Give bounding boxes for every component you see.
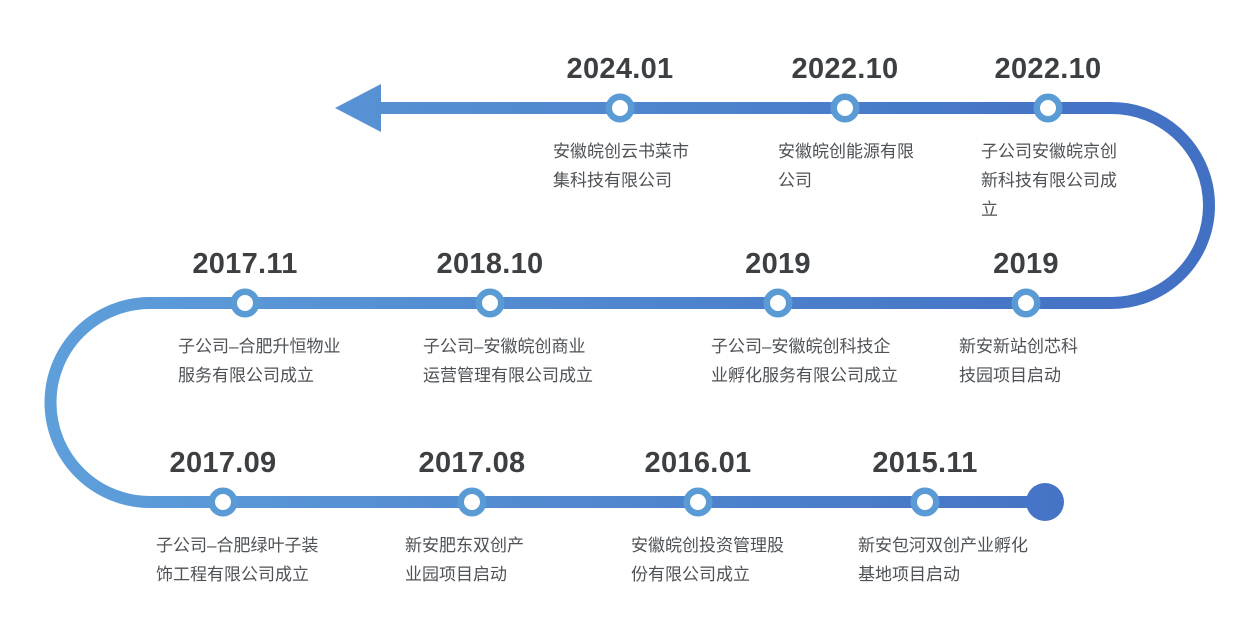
timeline-node: [475, 288, 505, 318]
timeline-start-dot: [1026, 483, 1064, 521]
milestone-desc: 新安肥东双创产 业园项目启动: [405, 536, 524, 584]
timeline-node: [1011, 288, 1041, 318]
milestone-year: 2019: [745, 248, 811, 280]
milestone-desc: 子公司–合肥绿叶子装 饰工程有限公司成立: [156, 536, 319, 584]
milestone: 2015.11 新安包河双创产业孵化 基地项目启动: [835, 446, 1028, 589]
timeline-node: [208, 487, 238, 517]
milestone: 2019 新安新站创芯科 技园项目启动: [936, 247, 1116, 390]
milestone: 2022.10 安徽皖创能源有限 公司: [755, 52, 935, 195]
arrow-left-icon: [335, 84, 381, 132]
milestone-year: 2022.10: [994, 53, 1102, 85]
milestone-desc: 安徽皖创云书菜市 集科技有限公司: [553, 142, 689, 190]
timeline-node: [230, 288, 260, 318]
milestone: 2024.01 安徽皖创云书菜市 集科技有限公司: [530, 52, 710, 195]
milestone: 2017.09 子公司–合肥绿叶子装 饰工程有限公司成立: [133, 446, 319, 589]
milestone-year: 2018.10: [436, 248, 544, 280]
milestone-year: 2019: [993, 248, 1059, 280]
milestone-year: 2016.01: [644, 447, 752, 479]
milestone-desc: 子公司安徽皖京创 新科技有限公司成 立: [981, 142, 1117, 219]
milestone-desc: 安徽皖创能源有限 公司: [778, 142, 914, 190]
milestone-desc: 安徽皖创投资管理股 份有限公司成立: [631, 536, 784, 584]
milestone-desc: 子公司–安徽皖创科技企 业孵化服务有限公司成立: [711, 337, 898, 385]
timeline-path: [44, 102, 1215, 508]
milestone-year: 2017.09: [169, 447, 277, 479]
milestone: 2018.10 子公司–安徽皖创商业 运营管理有限公司成立: [400, 247, 593, 390]
timeline-node: [830, 93, 860, 123]
timeline-node: [457, 487, 487, 517]
timeline-node: [910, 487, 940, 517]
milestone-year: 2015.11: [872, 447, 978, 479]
milestone-desc: 子公司–合肥升恒物业 服务有限公司成立: [178, 337, 341, 385]
timeline-node: [605, 93, 635, 123]
timeline-node: [763, 288, 793, 318]
milestone: 2017.08 新安肥东双创产 业园项目启动: [382, 446, 562, 589]
milestone-desc: 子公司–安徽皖创商业 运营管理有限公司成立: [423, 337, 593, 385]
milestone-desc: 新安包河双创产业孵化 基地项目启动: [858, 536, 1028, 584]
milestone: 2017.11 子公司–合肥升恒物业 服务有限公司成立: [155, 247, 341, 390]
milestone-desc: 新安新站创芯科 技园项目启动: [959, 337, 1078, 385]
milestone-year: 2022.10: [791, 53, 899, 85]
milestone: 2019 子公司–安徽皖创科技企 业孵化服务有限公司成立: [688, 247, 898, 390]
milestone: 2022.10 子公司安徽皖京创 新科技有限公司成 立: [958, 52, 1138, 224]
timeline-node: [1033, 93, 1063, 123]
timeline-node: [683, 487, 713, 517]
timeline-nodes: [208, 93, 1063, 517]
milestone-year: 2017.08: [418, 447, 526, 479]
milestone-year: 2017.11: [192, 248, 298, 280]
milestone: 2016.01 安徽皖创投资管理股 份有限公司成立: [608, 446, 788, 589]
milestone-year: 2024.01: [566, 53, 674, 85]
